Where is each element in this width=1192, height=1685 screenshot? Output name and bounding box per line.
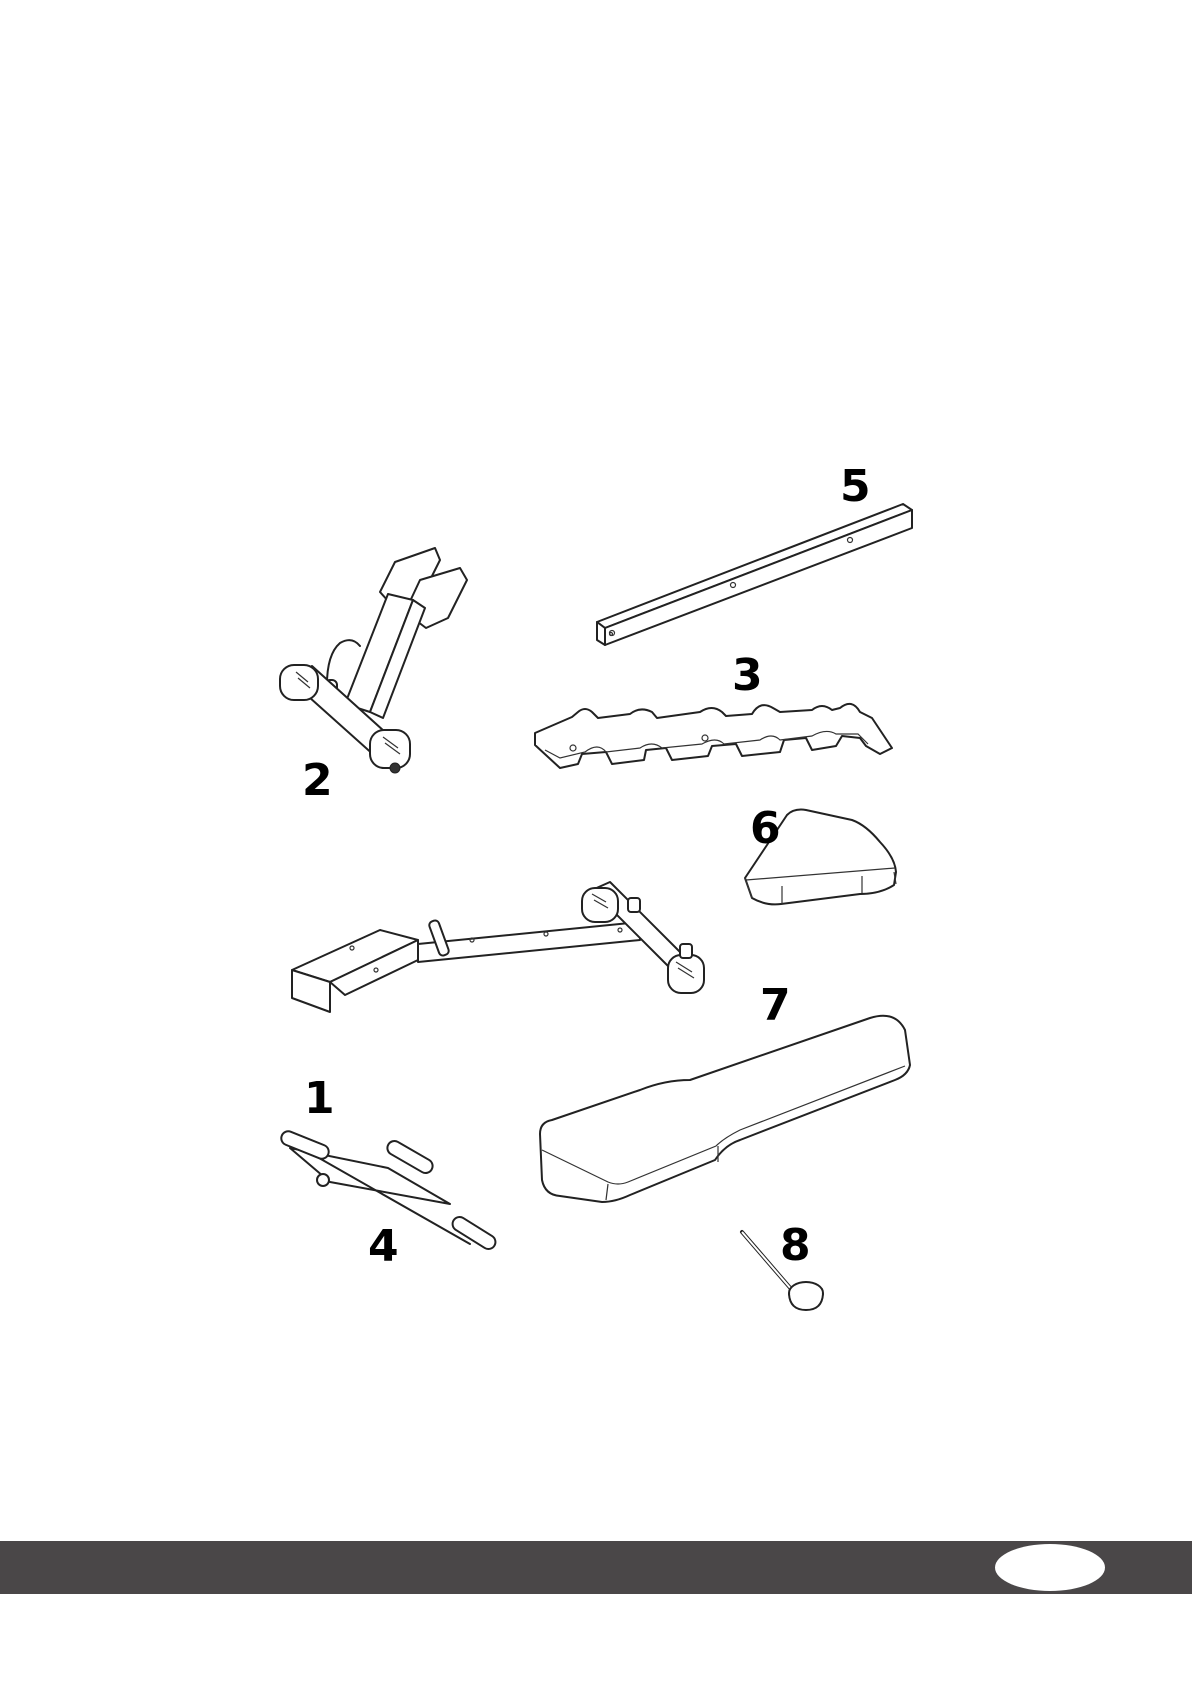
- page-number-badge: [995, 1544, 1105, 1591]
- part-label-8: 8: [780, 1220, 811, 1271]
- part-2-upright: [280, 548, 467, 773]
- part-label-3: 3: [732, 650, 763, 701]
- part-label-2: 2: [302, 755, 333, 806]
- part-label-6: 6: [750, 803, 781, 854]
- part-label-1: 1: [304, 1073, 335, 1124]
- main-frame: [292, 882, 704, 1012]
- part-label-5: 5: [840, 461, 871, 512]
- part-label-7: 7: [760, 980, 791, 1031]
- part-3-weight-holder: [535, 704, 892, 768]
- part-5-bar: [597, 504, 912, 645]
- part-7-bench-pad: [540, 1016, 910, 1202]
- part-label-4: 4: [368, 1221, 399, 1272]
